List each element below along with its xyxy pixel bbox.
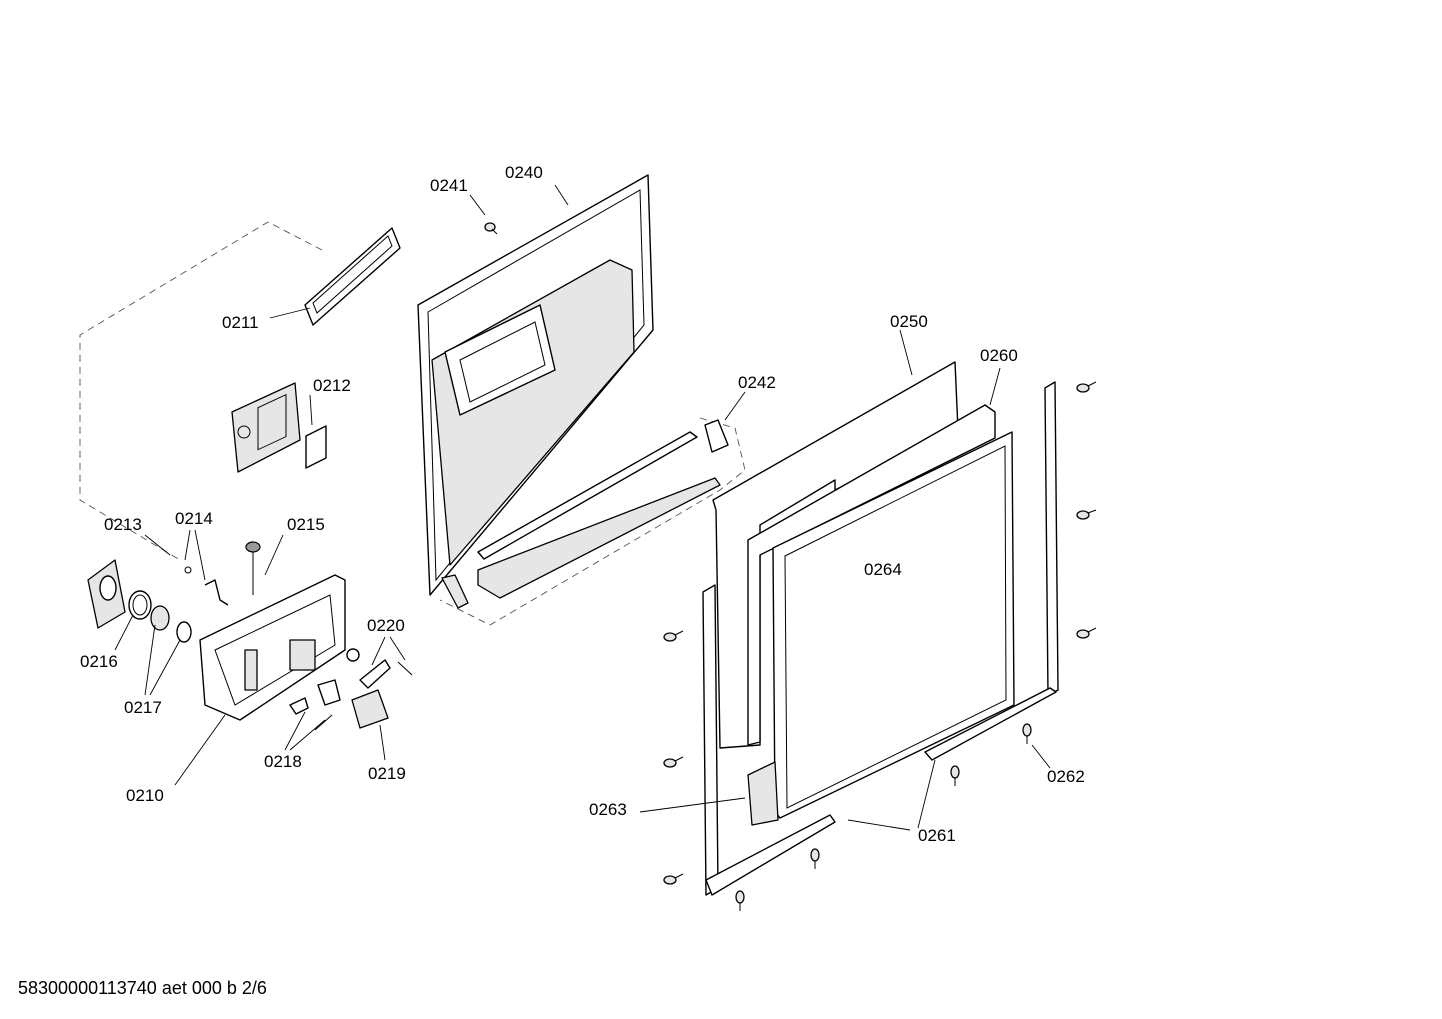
part-left-rail — [702, 584, 836, 896]
screw-1 — [1076, 381, 1097, 393]
screw-5 — [663, 756, 684, 768]
label-0240: 0240 — [505, 163, 543, 182]
part-0216-ring — [128, 590, 152, 620]
label-0242: 0242 — [738, 373, 776, 392]
part-right-rail — [924, 381, 1059, 761]
part-0263-spacer — [747, 761, 779, 826]
part-0218-levers — [289, 679, 341, 731]
label-0220: 0220 — [367, 616, 405, 635]
label-0241: 0241 — [430, 176, 468, 195]
part-0213-knob-cover — [87, 559, 126, 629]
leader-lines — [114, 184, 1051, 831]
label-0260: 0260 — [980, 346, 1018, 365]
part-0242-hinge — [441, 419, 729, 609]
part-0210-housing — [199, 574, 346, 721]
part-0215-pin — [245, 541, 261, 595]
screw-4 — [663, 630, 684, 642]
label-0215: 0215 — [287, 515, 325, 534]
part-0211-frame — [304, 227, 401, 326]
screw-7 — [1022, 723, 1032, 744]
label-0250: 0250 — [890, 312, 928, 331]
screw-2 — [1076, 509, 1097, 520]
label-0212: 0212 — [313, 376, 351, 395]
label-0210: 0210 — [126, 786, 164, 805]
screw-10 — [735, 890, 745, 911]
label-0219: 0219 — [368, 764, 406, 783]
screw-6 — [663, 873, 684, 885]
part-0220-springs — [346, 648, 413, 689]
label-0217: 0217 — [124, 698, 162, 717]
part-0240-inner-door — [417, 174, 654, 596]
screw-3 — [1076, 627, 1097, 639]
part-0260-frame — [747, 404, 996, 746]
label-0262: 0262 — [1047, 767, 1085, 786]
drawing-code: 58300000113740 aet 000 b 2/6 — [18, 978, 267, 998]
label-0216: 0216 — [80, 652, 118, 671]
screw-9 — [810, 848, 820, 869]
part-0217-knob — [150, 605, 192, 643]
label-0213: 0213 — [104, 515, 142, 534]
label-0218: 0218 — [264, 752, 302, 771]
screws-group — [663, 381, 1097, 911]
part-0212-cover — [231, 382, 327, 473]
label-0211: 0211 — [222, 313, 259, 332]
screw-8 — [950, 765, 960, 786]
label-0264: 0264 — [864, 560, 902, 579]
assembly-guide-hinge — [439, 417, 746, 626]
part-labels: 0240 0241 0211 0212 0250 0260 0242 0213 … — [80, 163, 1085, 845]
part-0214-spring-lever — [184, 566, 229, 606]
assembly-guide-left — [79, 221, 323, 561]
label-0261: 0261 — [918, 826, 956, 845]
label-0214: 0214 — [175, 509, 213, 528]
label-0263: 0263 — [589, 800, 627, 819]
part-0219-switch — [351, 689, 389, 729]
part-0241-screw — [484, 222, 498, 235]
